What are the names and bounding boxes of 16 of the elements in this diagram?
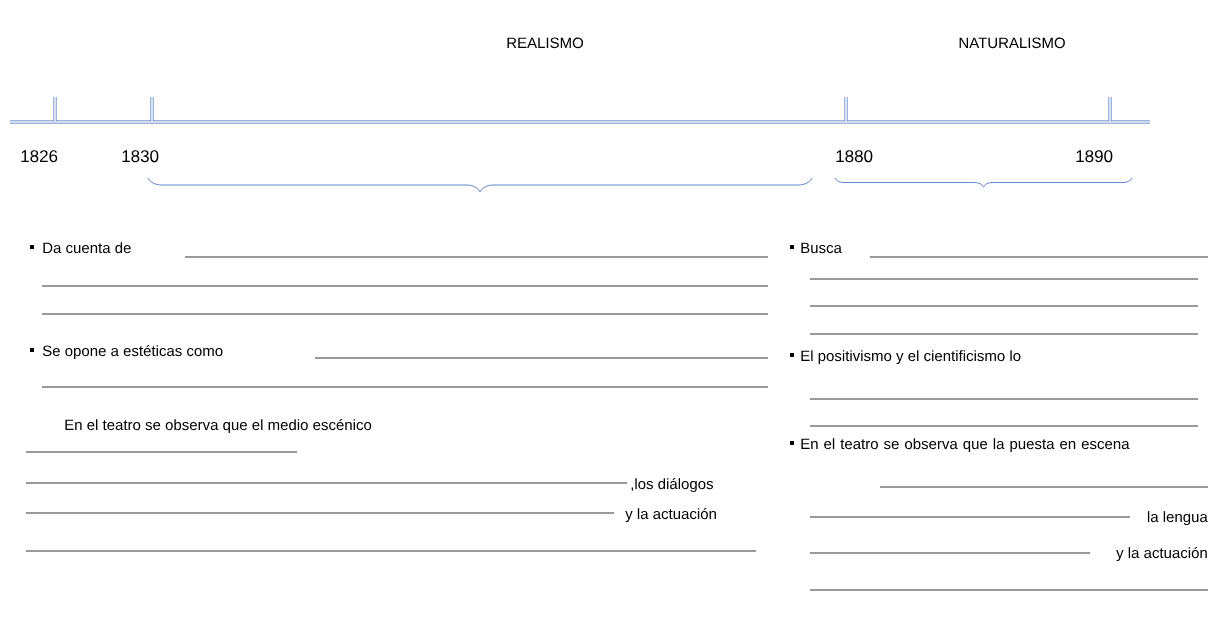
question-text: En el teatro se observa que la puesta en escena (801, 438, 1130, 453)
year-label: 1880 (836, 150, 873, 163)
question-text: Busca (801, 242, 842, 254)
question-text: En el teatro se observa que el medio escénico (65, 418, 372, 434)
question-text: y la actuación (1116, 546, 1207, 562)
period-heading: NATURALISMO (959, 37, 1065, 49)
question-text: Da cuenta de (43, 242, 131, 254)
question-text: Se opone a estéticas como (42, 344, 223, 360)
year-label: 1826 (21, 150, 58, 163)
question-text: y la actuación (625, 507, 716, 523)
period-heading: REALISMO (507, 37, 584, 49)
question-text: ,los diálogos (631, 477, 713, 493)
question-text: la lengua (1147, 511, 1208, 526)
year-label: 1830 (122, 150, 159, 163)
question-text: El positivismo y el cientificismo lo (801, 350, 1021, 365)
year-label: 1890 (1076, 150, 1113, 163)
